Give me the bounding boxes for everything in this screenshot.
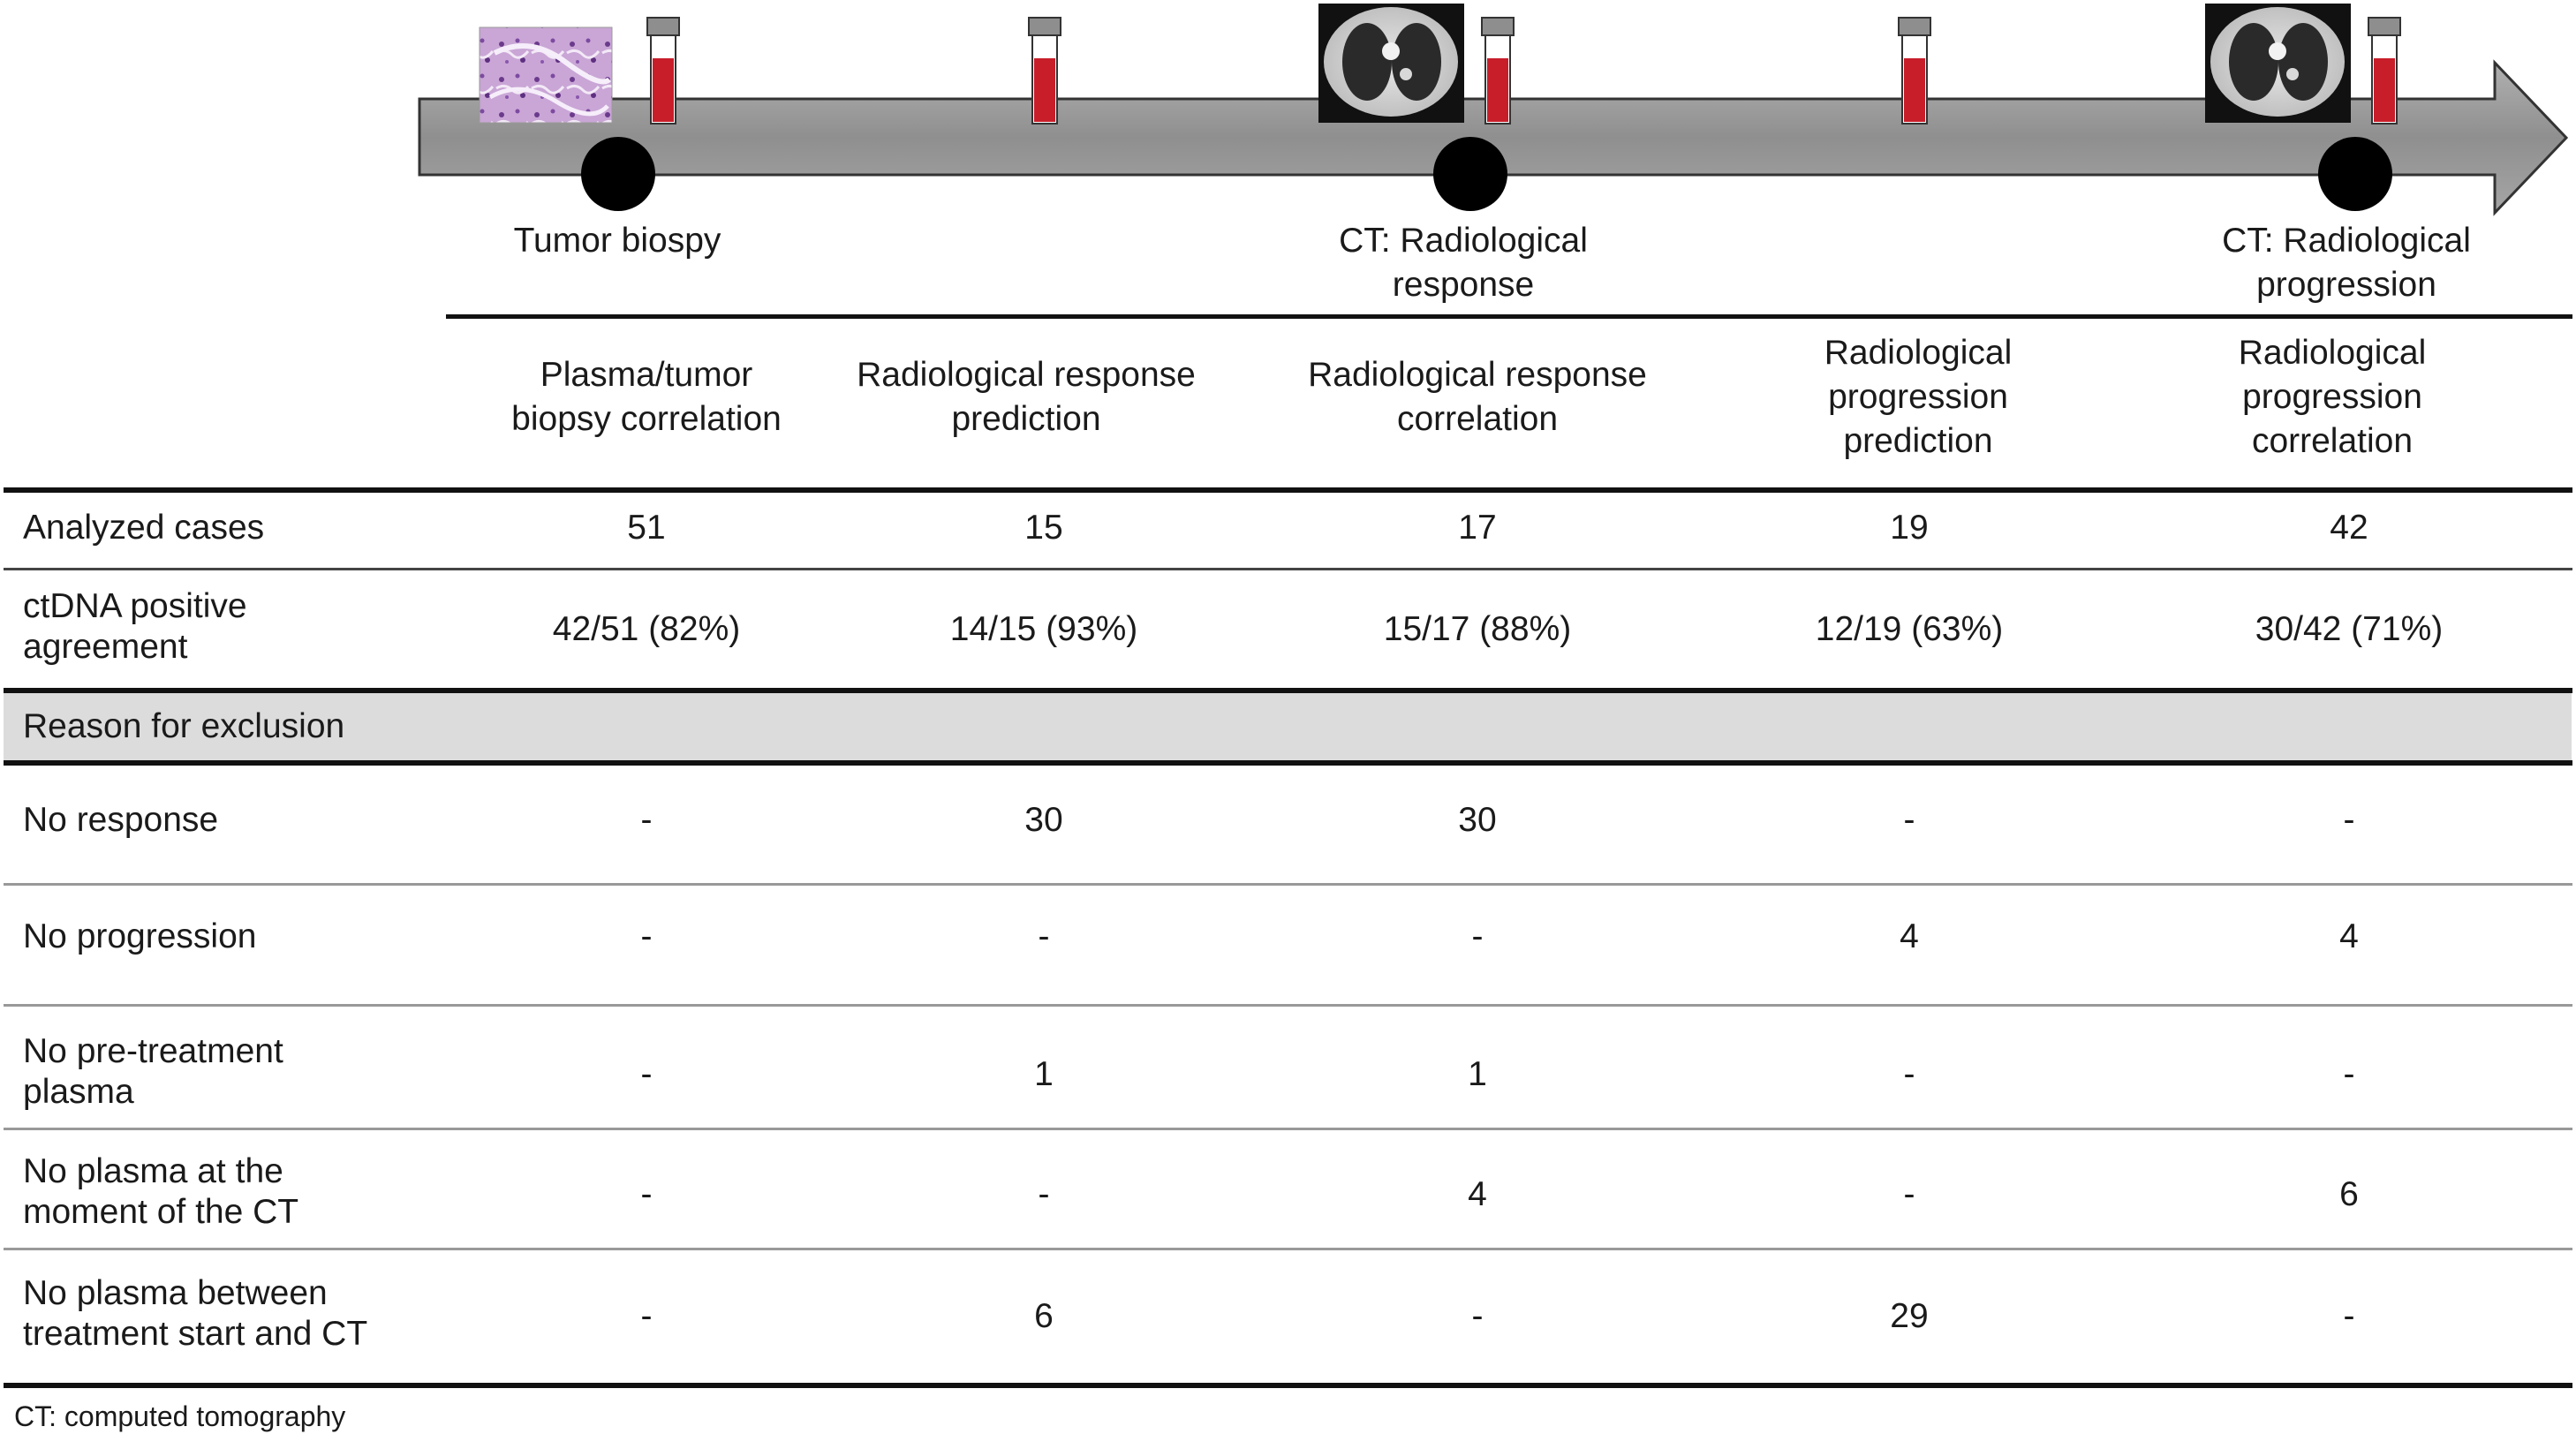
table-cell: - [1903, 1055, 1915, 1093]
table-cell: - [1471, 1297, 1484, 1335]
table-cell: 14/15 (93%) [949, 610, 1138, 648]
histology-slide-icon [479, 26, 613, 124]
table-cell: 17 [1458, 509, 1497, 547]
row-label-no-response: No response [23, 801, 219, 839]
row-divider [4, 1248, 2572, 1250]
blood-tube-icon [2368, 17, 2401, 125]
header-top-rule [446, 314, 2572, 319]
table-cell: - [640, 1297, 653, 1335]
event-marker [1433, 137, 1507, 211]
row-label-no-plasma-at-ct: No plasma at the moment of the CT [23, 1152, 299, 1231]
header-bottom-rule [4, 487, 2572, 493]
table-cell: 51 [627, 509, 666, 547]
table-cell: 1 [1468, 1055, 1487, 1093]
table-cell: 4 [1900, 917, 1919, 955]
column-header: Radiological progression prediction [1824, 334, 2013, 460]
table-cell: - [1471, 917, 1484, 955]
blood-tube-icon [1898, 17, 1931, 125]
table-cell: 1 [1034, 1055, 1054, 1093]
section-top-rule [4, 688, 2572, 693]
column-header: Plasma/tumor biopsy correlation [511, 356, 782, 438]
table-cell: - [2343, 1055, 2355, 1093]
ct-scan-icon [1318, 4, 1464, 123]
row-label-ctdna-agreement: ctDNA positive agreement [23, 587, 247, 666]
table-cell: - [1038, 917, 1050, 955]
table-cell: 6 [2339, 1175, 2359, 1213]
blood-tube-icon [646, 17, 680, 125]
table-cell: 6 [1034, 1297, 1054, 1335]
timeline-arrow [418, 59, 2569, 216]
table-cell: 42/51 (82%) [552, 610, 741, 648]
table-cell: - [2343, 801, 2355, 839]
exclusion-section-band [4, 691, 2572, 762]
table-cell: 30/42 (71%) [2255, 610, 2444, 648]
footnote: CT: computed tomography [14, 1400, 346, 1432]
row-label-analyzed-cases: Analyzed cases [23, 509, 265, 547]
table-cell: - [1903, 801, 1915, 839]
table-cell: - [1038, 1175, 1050, 1213]
section-bottom-rule [4, 760, 2572, 766]
table-cell: 30 [1458, 801, 1497, 839]
row-label-no-pretreatment-plasma: No pre-treatment plasma [23, 1032, 283, 1111]
row-divider [4, 1004, 2572, 1007]
table-cell: 30 [1024, 801, 1063, 839]
column-header: Radiological progression correlation [2238, 334, 2427, 460]
table-cell: - [2343, 1297, 2355, 1335]
row-divider [4, 568, 2572, 570]
row-label-no-plasma-between: No plasma between treatment start and CT [23, 1274, 368, 1353]
section-title-exclusion: Reason for exclusion [23, 707, 345, 745]
table-cell: 29 [1890, 1297, 1929, 1335]
row-divider [4, 883, 2572, 886]
event-label-tumor-biopsy: Tumor biospy [513, 222, 721, 260]
table-cell: - [640, 1055, 653, 1093]
table-cell: - [640, 801, 653, 839]
table-cell: - [1903, 1175, 1915, 1213]
table-cell: 12/19 (63%) [1815, 610, 2004, 648]
column-header: Radiological response correlation [1308, 356, 1647, 438]
event-marker [581, 137, 655, 211]
table-cell: - [640, 1175, 653, 1213]
row-divider [4, 1128, 2572, 1130]
ct-scan-icon [2205, 4, 2351, 123]
event-label-ct-progression: CT: Radiological progression [2222, 222, 2471, 304]
event-marker [2318, 137, 2392, 211]
table-bottom-rule [4, 1383, 2572, 1388]
table-cell: 15 [1024, 509, 1063, 547]
table-cell: - [640, 917, 653, 955]
column-header: Radiological response prediction [857, 356, 1196, 438]
timeline-diagram [418, 4, 2569, 216]
blood-tube-icon [1028, 17, 1061, 125]
table-cell: 19 [1890, 509, 1929, 547]
event-label-ct-response: CT: Radiological response [1339, 222, 1588, 304]
table-cell: 4 [2339, 917, 2359, 955]
table-cell: 42 [2330, 509, 2368, 547]
row-label-no-progression: No progression [23, 917, 257, 955]
blood-tube-icon [1481, 17, 1515, 125]
table-cell: 4 [1468, 1175, 1487, 1213]
table-cell: 15/17 (88%) [1383, 610, 1572, 648]
